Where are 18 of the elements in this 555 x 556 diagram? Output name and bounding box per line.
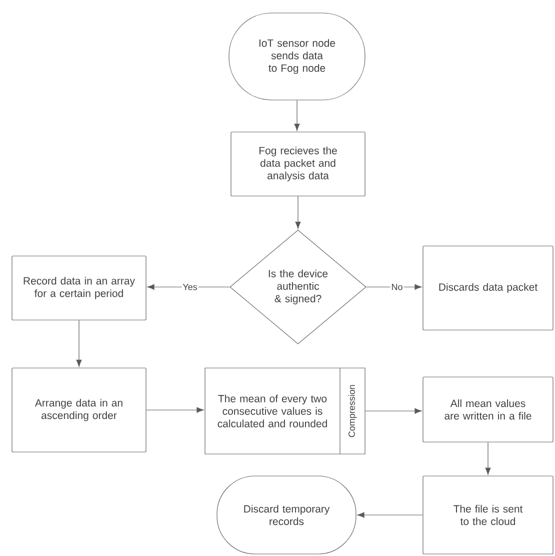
arrow: [146, 407, 204, 413]
arrow: [295, 196, 301, 229]
process-box: Fog recieves the data packet and analysis data: [230, 132, 366, 196]
process-box: Discards data packet: [422, 246, 554, 330]
arrow: [366, 284, 422, 290]
process-box: The file is sent to the cloud: [422, 476, 554, 554]
arrow: [357, 512, 423, 518]
process-box: The mean of every two consecutive values is calculated and rounded Compression: [204, 368, 366, 454]
process-box: Arrange data in an ascending order: [12, 368, 146, 452]
arrow: [294, 100, 300, 131]
arrow: [365, 408, 422, 414]
arrow: [485, 442, 491, 475]
process-box: All mean values are written in a file: [422, 376, 554, 442]
arrow: [76, 320, 82, 367]
edge-label: Yes: [182, 282, 198, 292]
arrow: [147, 284, 230, 290]
process-box: Record data in an array for a certain period: [12, 256, 146, 320]
edge-label: No: [390, 282, 404, 292]
